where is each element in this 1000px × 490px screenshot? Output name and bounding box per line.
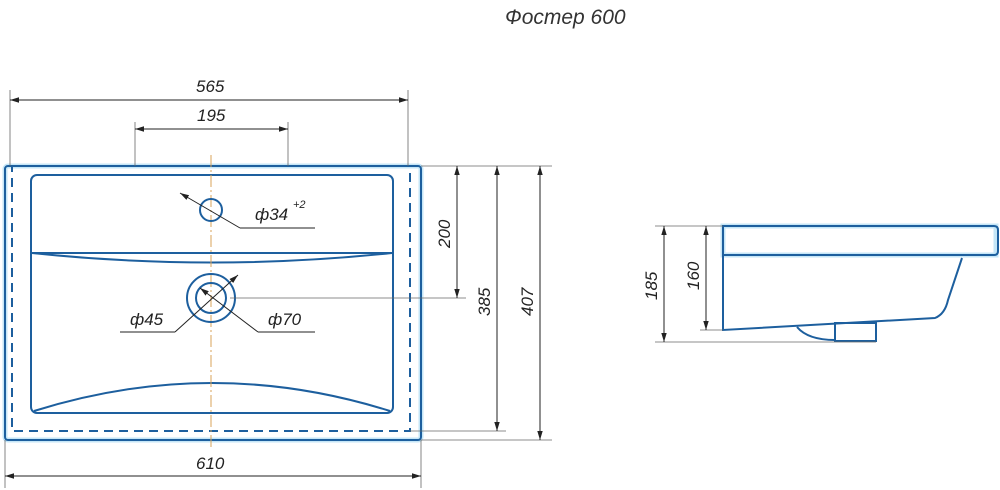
- side-bump: [796, 326, 836, 341]
- dim-195: 195: [197, 106, 226, 125]
- faucet-hole: [199, 198, 223, 222]
- dim-565: 565: [196, 77, 225, 96]
- dim-200: 200: [435, 219, 454, 249]
- deck-edge: [31, 252, 393, 264]
- dim-385: 385: [475, 287, 494, 316]
- front-edge: [33, 382, 391, 412]
- drain-outer-label: ф70: [268, 310, 302, 329]
- side-rim: [722, 225, 999, 256]
- basin-outline: [30, 174, 394, 414]
- side-view: 185 160: [642, 223, 999, 343]
- side-bowl: [722, 255, 963, 332]
- dim-610: 610: [196, 454, 225, 473]
- side-drain: [834, 322, 877, 342]
- dim-407: 407: [518, 287, 537, 316]
- drain-inner: [195, 282, 227, 314]
- dim-185: 185: [642, 271, 661, 300]
- sink-outline: [4, 165, 422, 441]
- faucet-hole-tolerance: +2: [293, 199, 306, 211]
- top-view: 565 195 610 200 385 407 ф34 +2 ф45 ф70: [2, 77, 552, 488]
- drawing-title: Фостер 600: [505, 6, 626, 29]
- faucet-hole-label: ф34: [255, 205, 288, 224]
- dim-160: 160: [684, 261, 703, 290]
- drain-inner-label: ф45: [130, 310, 164, 329]
